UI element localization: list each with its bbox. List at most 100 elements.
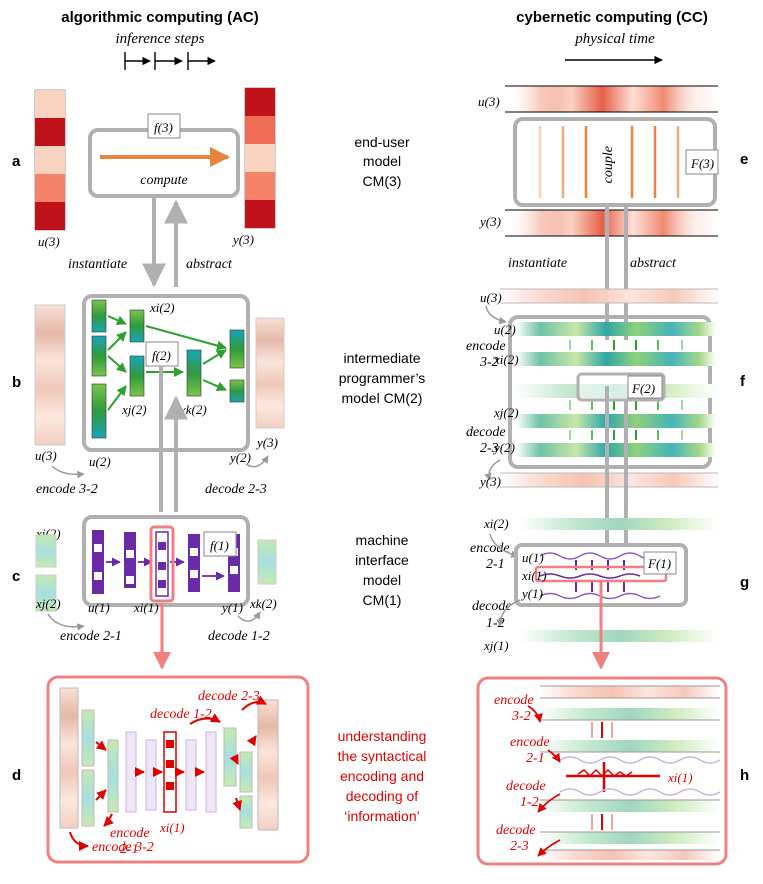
y2-label-b: y(2) xyxy=(228,450,251,465)
y3-vector-a xyxy=(244,87,276,229)
panel-d-box xyxy=(46,675,310,864)
f2-box xyxy=(82,294,250,452)
f-encode: encode xyxy=(466,339,506,354)
decode12-label-c: decode 1-2 xyxy=(208,629,270,644)
u1-label-g: u(1) xyxy=(522,550,544,565)
svg-text:model: model xyxy=(363,153,401,169)
xi2-label-g: xi(2) xyxy=(483,516,509,531)
d-21: 2-1 xyxy=(120,842,139,857)
F2-label-box xyxy=(627,375,663,399)
svg-text:model CM(2): model CM(2) xyxy=(342,390,423,406)
f-decode: decode xyxy=(466,425,506,440)
svg-text:CM(3): CM(3) xyxy=(363,173,402,189)
d-decode12: decode 1-2 xyxy=(150,707,212,722)
xj2-label-f: xj(2) xyxy=(493,405,519,420)
u3-label-b: u(3) xyxy=(35,448,57,463)
h-32: 3-2 xyxy=(511,709,531,724)
xi1-label-c: xi(1) xyxy=(133,600,159,615)
svg-text:interface: interface xyxy=(355,552,409,568)
xk2-label-c: xk(2) xyxy=(249,596,277,611)
y1-label-c: y(1) xyxy=(220,600,243,615)
h-21: 2-1 xyxy=(526,751,545,766)
g-encode: encode xyxy=(470,541,510,556)
u2-label-b: u(2) xyxy=(89,454,111,469)
h-encode-b: encode xyxy=(510,735,550,750)
u3-vector-a xyxy=(34,89,66,231)
svg-text:‘information’: ‘information’ xyxy=(344,808,419,824)
u3-label-e: u(3) xyxy=(478,94,500,109)
middle-level2: intermediate programmer’s model CM(2) xyxy=(339,350,426,406)
u3-label-f: u(3) xyxy=(480,290,502,305)
y3-label-b: y(3) xyxy=(255,435,278,450)
panel-b: f(2) xi(2) xj(2) xk(2) u(2) y(2) u(3) y(… xyxy=(34,294,285,497)
f1-box xyxy=(82,515,250,607)
panel-label-d: d xyxy=(12,767,21,784)
g-decode: decode xyxy=(472,599,512,614)
f2-label-box xyxy=(145,341,179,367)
F2-label: F(2) xyxy=(631,381,655,396)
svg-text:abstract: abstract xyxy=(186,257,233,272)
y3-label-a: y(3) xyxy=(231,232,254,247)
ac-subtitle: inference steps xyxy=(116,31,205,47)
panel-e: u(3) couple F(3) y(3) xyxy=(478,85,719,237)
ac-title: algorithmic computing (AC) xyxy=(61,9,259,26)
h-12: 1-2 xyxy=(520,795,539,810)
u2-label-f: u(2) xyxy=(494,322,516,337)
decode23-label-b: decode 2-3 xyxy=(205,482,267,497)
f3-label-box xyxy=(147,113,181,139)
u1-label-c: u(1) xyxy=(88,600,110,615)
svg-text:programmer’s: programmer’s xyxy=(339,370,426,386)
panel-label-a: a xyxy=(12,153,21,170)
y2-label-f: y(2) xyxy=(492,440,515,455)
svg-text:instantiate: instantiate xyxy=(508,256,567,271)
f2-label: f(2) xyxy=(152,348,171,363)
svg-text:encoding and: encoding and xyxy=(340,768,424,784)
xk2-label-b: xk(2) xyxy=(179,402,207,417)
h-decode-a: decode xyxy=(506,779,546,794)
panel-label-e: e xyxy=(740,151,748,168)
svg-text:instantiate: instantiate xyxy=(68,257,127,272)
xj2-label-c: xj(2) xyxy=(35,596,61,611)
green-bands xyxy=(516,322,716,457)
xi2-label-f: xi(2) xyxy=(493,352,519,367)
f1-label-box xyxy=(203,531,237,557)
panel-label-g: g xyxy=(740,574,749,591)
couple-arrows xyxy=(538,126,680,198)
d-encode: encode xyxy=(110,826,150,841)
instantiate-abstract-left: instantiate abstract xyxy=(68,198,233,288)
encode21-label-c: encode 2-1 xyxy=(60,629,122,644)
compute-label: compute xyxy=(140,173,187,188)
svg-text:understanding: understanding xyxy=(338,728,427,744)
panel-c: xi(2) xj(2) xk(2) f(1) u(1) xi(1 xyxy=(35,515,277,644)
h-23: 2-3 xyxy=(510,839,529,854)
y3-label-e: y(3) xyxy=(478,214,501,229)
panel-label-h: h xyxy=(740,767,749,784)
xi2-label-b: xi(2) xyxy=(149,300,175,315)
panel-h: xi(1) encode 3-2 encode 2-1 decode 1-2 d… xyxy=(476,676,728,866)
g-12: 1-2 xyxy=(486,616,505,631)
purple-bits xyxy=(92,530,240,597)
h-decode-b: decode xyxy=(496,823,536,838)
f-23: 2-3 xyxy=(480,441,499,456)
h-xi1: xi(1) xyxy=(667,770,693,785)
panel-d: decode 2-3 decode 1-2 encode 2-1 encode … xyxy=(46,675,310,864)
svg-text:decoding of: decoding of xyxy=(346,788,419,804)
svg-text:intermediate: intermediate xyxy=(343,350,420,366)
panel-g: xi(2) encode 2-1 F(1) u(1) xi(1) y(1) de… xyxy=(470,516,718,653)
couple-label: couple xyxy=(601,146,616,183)
f1-label: f(1) xyxy=(210,538,229,553)
svg-text:end-user: end-user xyxy=(354,134,410,150)
middle-level3: end-user model CM(3) xyxy=(354,134,410,189)
f-32: 3-2 xyxy=(479,355,499,370)
F1-label-box xyxy=(643,551,677,575)
middle-understanding: understanding the syntactical encoding a… xyxy=(338,728,427,824)
svg-text:model: model xyxy=(363,572,401,588)
inference-step-arrows xyxy=(124,52,216,70)
cc-title: cybernetic computing (CC) xyxy=(516,9,708,26)
d-xi1: xi(1) xyxy=(159,820,185,835)
svg-text:CM(1): CM(1) xyxy=(363,592,402,608)
g-21: 2-1 xyxy=(486,557,505,572)
panel-label-b: b xyxy=(12,374,21,391)
xi1-highlight xyxy=(149,525,175,603)
